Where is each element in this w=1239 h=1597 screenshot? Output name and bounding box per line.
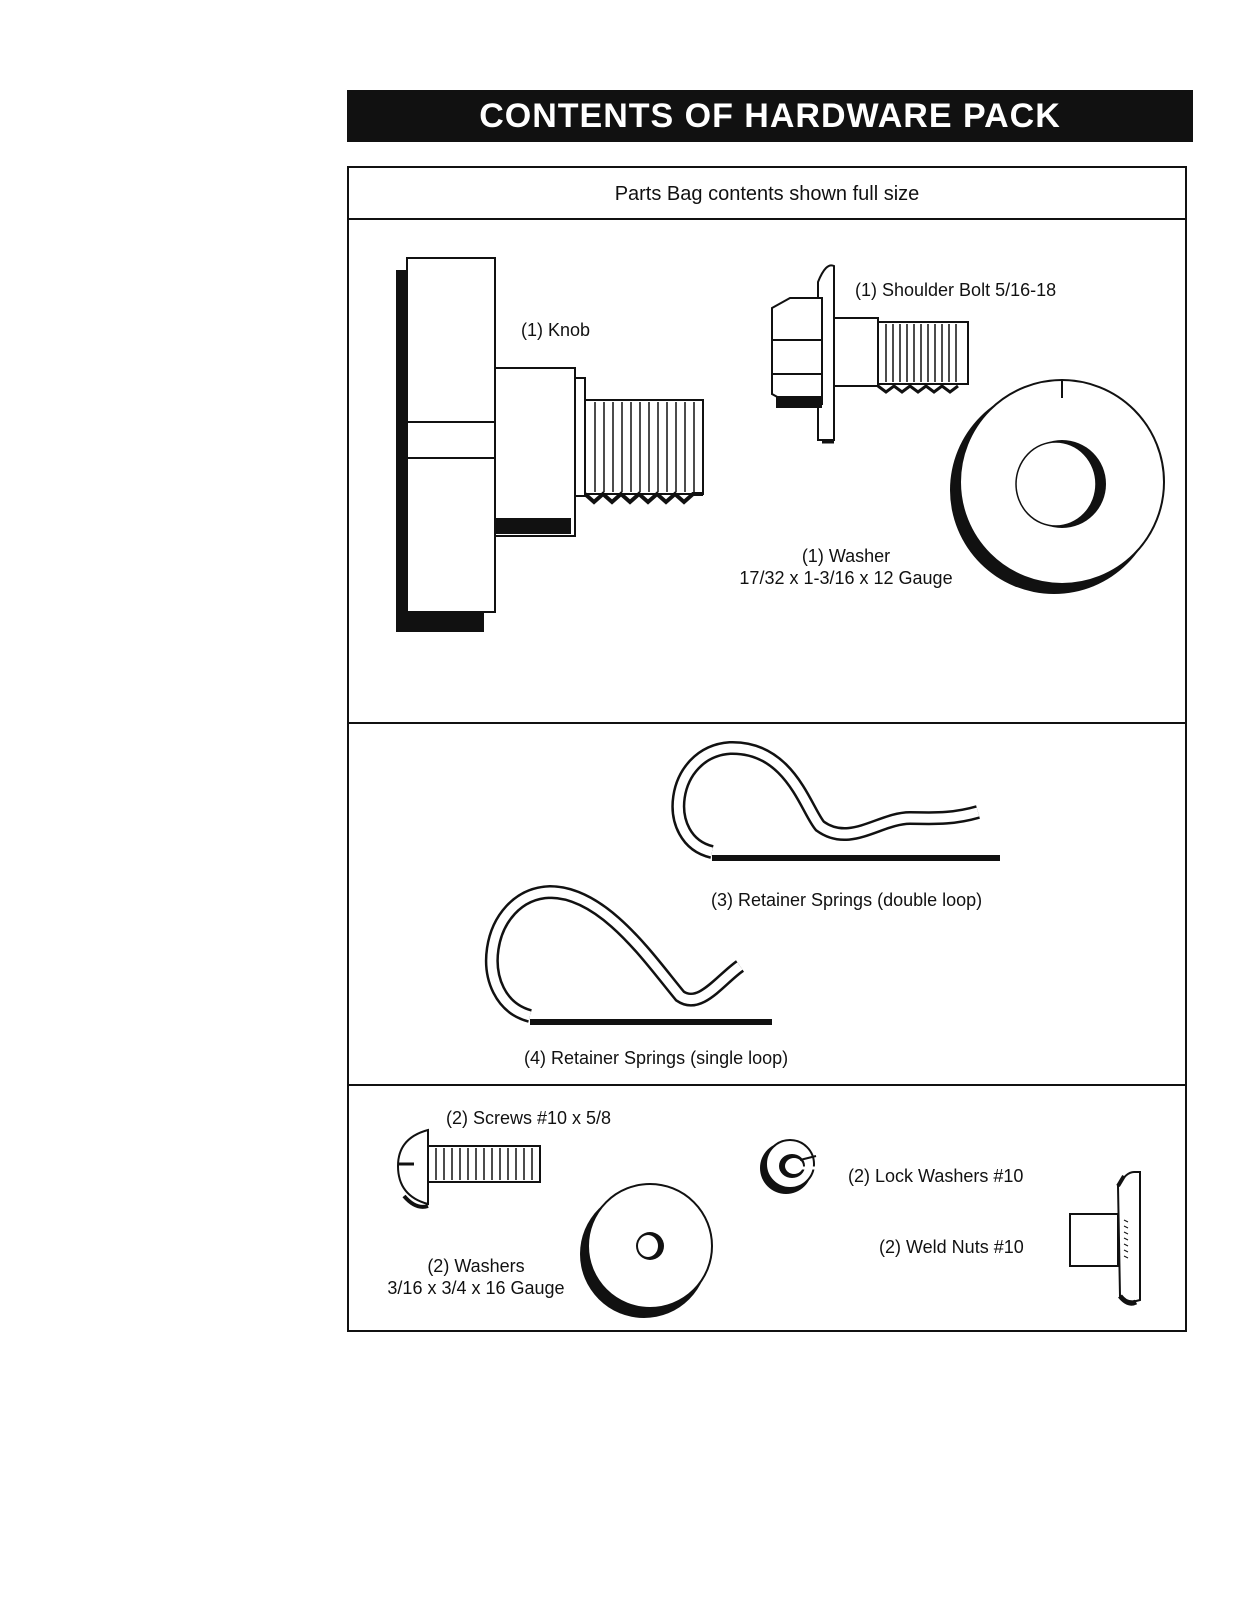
retainer-double-label: (3) Retainer Springs (double loop) — [711, 890, 982, 911]
small-washer-icon — [580, 1184, 712, 1318]
knob-label: (1) Knob — [521, 320, 590, 341]
screw-icon — [398, 1130, 540, 1207]
large-washer-icon — [950, 380, 1164, 594]
retainer-single-label: (4) Retainer Springs (single loop) — [524, 1048, 788, 1069]
lock-washer-icon — [760, 1140, 816, 1194]
screws-label: (2) Screws #10 x 5/8 — [446, 1108, 611, 1129]
knob-icon — [396, 258, 703, 632]
shoulder-bolt-label: (1) Shoulder Bolt 5/16-18 — [855, 280, 1056, 301]
double-loop-spring-icon — [678, 748, 1000, 856]
weld-nut-icon — [1070, 1172, 1140, 1303]
weld-nuts-label: (2) Weld Nuts #10 — [879, 1237, 1024, 1258]
single-loop-spring-icon — [492, 892, 772, 1020]
small-washers-size-label: 3/16 x 3/4 x 16 Gauge — [374, 1278, 578, 1299]
large-washer-qty-label: (1) Washer — [724, 546, 968, 567]
lock-washers-label: (2) Lock Washers #10 — [848, 1166, 1023, 1187]
small-washers-qty-label: (2) Washers — [374, 1256, 578, 1277]
large-washer-size-label: 17/32 x 1-3/16 x 12 Gauge — [724, 568, 968, 589]
